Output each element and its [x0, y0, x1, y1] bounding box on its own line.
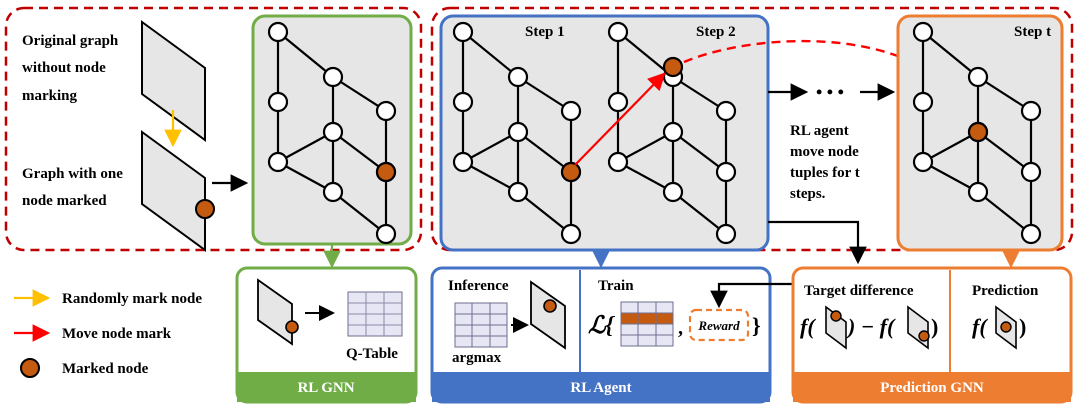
- left-dashed-group: [4, 6, 423, 252]
- rl-gnn-footer: RL GNN: [297, 380, 354, 396]
- legend-marked-node-icon: [20, 358, 40, 378]
- prediction-label: Prediction: [972, 283, 1039, 299]
- target-graph-1-node: [830, 310, 842, 322]
- inference-qtable: [454, 302, 508, 348]
- inference-graph-icon: [530, 280, 566, 350]
- inference-label: Inference: [448, 278, 509, 294]
- qtable-label: Q-Table: [346, 346, 398, 362]
- rl-agent-footer-bg: [432, 372, 770, 402]
- f-open-2: f(: [972, 314, 988, 339]
- argmax-label: argmax: [452, 350, 502, 366]
- legend-randomly-mark: Randomly mark node: [62, 291, 202, 307]
- stept-label: Step t: [1014, 24, 1051, 40]
- agent-note-3: tuples for t: [790, 165, 860, 181]
- marked-graph-label-1: Graph with one: [22, 166, 123, 182]
- train-qtable: [620, 301, 674, 347]
- step2-graph: [607, 21, 737, 245]
- agent-note-1: RL agent: [790, 123, 849, 139]
- target-graph-2-node: [918, 330, 930, 342]
- train-comma: ,: [678, 317, 683, 339]
- prediction-gnn-footer-bg: [793, 372, 1071, 402]
- rl-gnn-marked-node: [285, 320, 299, 334]
- legend-marked-node: Marked node: [62, 361, 149, 377]
- prediction-graph-node: [1000, 321, 1012, 333]
- reward-label: Reward: [697, 318, 740, 333]
- legend-move-mark: Move node mark: [62, 326, 172, 342]
- marked-graph-label-2: node marked: [22, 193, 107, 209]
- original-graph-shape: [141, 20, 206, 142]
- stept-graph: [912, 21, 1042, 245]
- right-dashed-group: [430, 6, 1074, 252]
- qtable-grid: [347, 291, 403, 337]
- train-label: Train: [598, 278, 634, 294]
- rl-gnn-footer-bg: [237, 372, 416, 402]
- rl-agent-footer: RL Agent: [570, 380, 631, 396]
- step2-label: Step 2: [696, 24, 736, 40]
- marked-graph-shape: [141, 130, 206, 252]
- rl-gnn-graph: [267, 21, 397, 245]
- original-graph-label-1: Original graph: [22, 33, 119, 49]
- rl-gnn-graph-icon: [257, 278, 293, 346]
- agent-note-2: move node: [790, 144, 859, 160]
- f-close-2: ): [1019, 314, 1026, 339]
- original-graph-label-2: without node: [22, 60, 106, 76]
- ellipsis: • • •: [816, 82, 844, 102]
- inference-marked-node: [543, 299, 557, 313]
- loss-symbol: ℒ{: [588, 313, 615, 339]
- target-difference-label: Target difference: [804, 283, 914, 299]
- f-minus: ) − f(: [846, 314, 896, 339]
- f-close-1: ): [931, 314, 938, 339]
- prediction-gnn-footer: Prediction GNN: [880, 380, 984, 396]
- reward-box: [688, 308, 750, 342]
- train-close-brace: }: [752, 313, 761, 338]
- step1-label: Step 1: [525, 24, 565, 40]
- agent-note-4: steps.: [790, 186, 826, 202]
- move-mark-arrow: [574, 72, 666, 166]
- steps-to-target-arrow: [768, 220, 867, 265]
- marked-node-dot: [195, 199, 215, 219]
- f-open-1: f(: [800, 314, 816, 339]
- original-graph-label-3: marking: [22, 88, 78, 104]
- step1-graph: [452, 21, 582, 245]
